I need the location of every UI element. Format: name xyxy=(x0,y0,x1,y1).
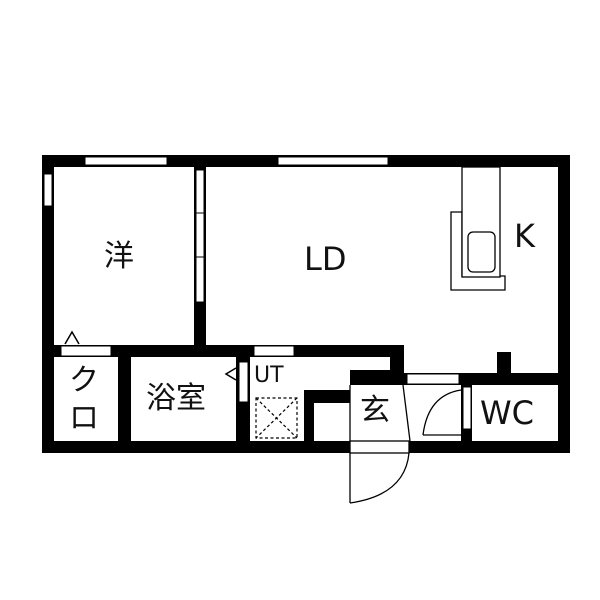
washer-space-icon xyxy=(255,397,298,439)
room-label-western: 洋 xyxy=(104,239,134,274)
outer-walls xyxy=(42,155,570,453)
sliding-doors xyxy=(60,169,472,430)
entrance-lines xyxy=(349,384,462,504)
room-label-closet: クロ xyxy=(69,363,99,436)
windows xyxy=(43,156,389,207)
bath-door-marker-icon xyxy=(224,367,237,381)
room-label-entrance: 玄 xyxy=(360,393,390,428)
closet-marker-icon xyxy=(64,330,80,345)
room-label-bathroom: 浴室 xyxy=(146,381,206,416)
room-label-toilet: WC xyxy=(480,394,534,432)
room-label-utility: UT xyxy=(254,363,284,388)
room-label-kitchen: K xyxy=(514,217,535,255)
room-label-ld: LD xyxy=(304,240,347,278)
kitchen-counter xyxy=(450,166,506,291)
